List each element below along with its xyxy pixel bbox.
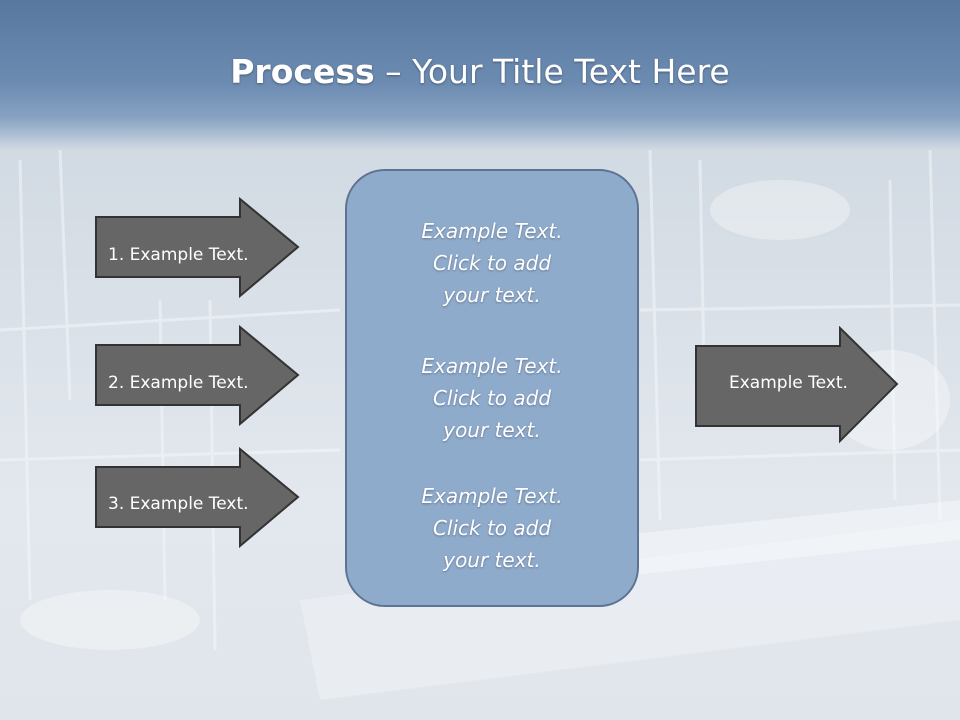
center-block-3: Example Text. Click to add your text. <box>347 480 637 576</box>
title-bold: Process <box>230 52 375 91</box>
arrow-label-right: Example Text. <box>729 373 848 393</box>
center-line: Click to add <box>432 251 552 275</box>
center-text-box[interactable]: Example Text. Click to add your text. Ex… <box>345 169 639 607</box>
arrow-shape-right[interactable] <box>694 326 900 444</box>
center-line: your text. <box>443 418 541 442</box>
center-block-2: Example Text. Click to add your text. <box>347 350 637 446</box>
center-line: your text. <box>443 548 541 572</box>
arrow-label-1: 1. Example Text. <box>108 245 249 265</box>
center-line: Click to add <box>432 386 552 410</box>
arrow-shape-3[interactable] <box>94 447 300 549</box>
title-text: – Your Title Text Here <box>374 52 730 91</box>
arrow-shape-1[interactable] <box>94 197 300 299</box>
arrow-shape-2[interactable] <box>94 325 300 427</box>
arrow-label-3: 3. Example Text. <box>108 494 249 514</box>
center-line: your text. <box>443 283 541 307</box>
slide-title[interactable]: Process – Your Title Text Here <box>0 52 960 91</box>
center-line: Example Text. <box>421 484 563 508</box>
center-line: Example Text. <box>421 219 563 243</box>
center-block-1: Example Text. Click to add your text. <box>347 215 637 311</box>
arrow-label-2: 2. Example Text. <box>108 373 249 393</box>
center-line: Example Text. <box>421 354 563 378</box>
title-bar <box>0 0 960 150</box>
center-line: Click to add <box>432 516 552 540</box>
